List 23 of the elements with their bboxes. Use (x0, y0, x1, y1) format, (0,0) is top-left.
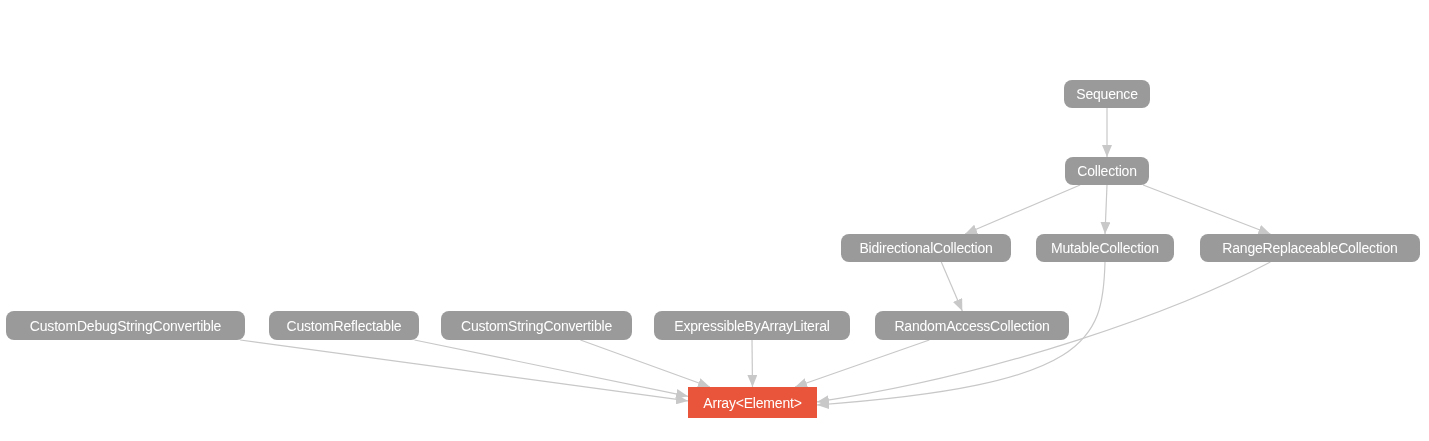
arrow (1100, 184, 1111, 235)
protocol-node: Collection (1065, 157, 1149, 185)
protocol-node: BidirectionalCollection (841, 234, 1011, 262)
protocol-node: RandomAccessCollection (875, 311, 1069, 340)
arrow (579, 339, 711, 388)
protocol-node: RangeReplaceableCollection (1200, 234, 1420, 262)
arrow (747, 339, 758, 388)
protocol-node: ExpressibleByArrayLiteral (654, 311, 850, 340)
arrow (239, 339, 689, 405)
protocol-node: MutableCollection (1036, 234, 1174, 262)
protocol-node: CustomStringConvertible (441, 311, 632, 340)
arrow (794, 339, 930, 388)
arrow (1102, 107, 1112, 158)
arrow (816, 261, 1106, 409)
protocol-node: CustomDebugStringConvertible (6, 311, 245, 340)
arrow (940, 261, 963, 312)
arrow (413, 339, 689, 399)
arrow (1142, 184, 1271, 235)
arrow (816, 261, 1271, 405)
arrow (964, 184, 1081, 235)
type-node: Array<Element> (688, 387, 817, 418)
protocol-node: Sequence (1064, 80, 1150, 108)
protocol-node: CustomReflectable (269, 311, 419, 340)
